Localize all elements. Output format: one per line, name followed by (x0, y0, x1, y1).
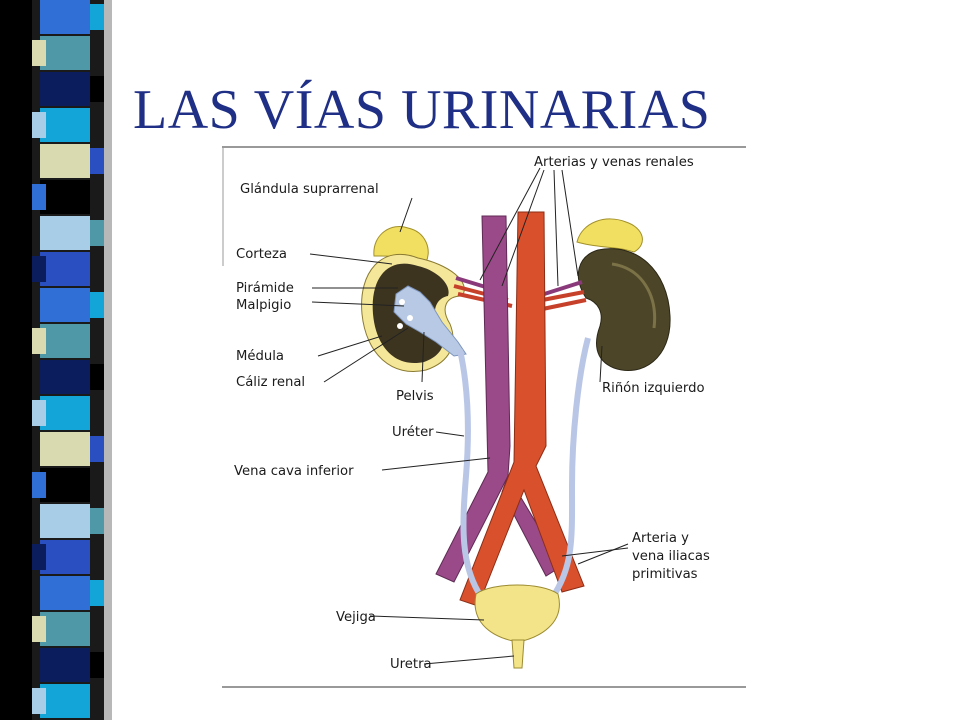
aorta (459, 211, 585, 607)
leader-line (421, 331, 425, 383)
right-ureter (457, 349, 485, 600)
stripe-cell (40, 648, 90, 682)
stripe-cell (32, 472, 46, 498)
leader-line (561, 547, 629, 557)
label-iliac-line-2: vena iliacas (632, 549, 710, 564)
left-kidney (577, 248, 671, 372)
stripe-cell (32, 616, 46, 642)
label-calyx: Cáliz renal (236, 374, 305, 390)
stripe-cell (32, 328, 46, 354)
stripe-cell (32, 688, 46, 714)
stripe-cells (32, 0, 104, 718)
stripe-cell (40, 324, 90, 358)
stripe-cell (90, 436, 104, 462)
slide-title: LAS VÍAS URINARIAS (133, 79, 711, 141)
vena-cava-inferior (435, 215, 511, 583)
leader-line (599, 345, 603, 383)
label-vena-cava: Vena cava inferior (234, 464, 354, 479)
leader-line (435, 431, 465, 437)
leader-line (381, 457, 491, 471)
stripe-cell (32, 112, 46, 138)
label-renal-vessels: Arterias y venas renales (534, 155, 694, 170)
label-pyramid: Pirámide (236, 280, 294, 296)
leader-line (479, 167, 541, 281)
stripe-cell (90, 220, 104, 246)
left-kidney-highlight (611, 262, 657, 329)
stripe-cell (32, 40, 46, 66)
stripe-cell (32, 256, 46, 282)
label-left-kidney: Riñón izquierdo (602, 380, 705, 396)
stripe-cell (40, 432, 90, 466)
bladder (474, 584, 560, 643)
stripe-cell (40, 36, 90, 70)
label-pelvis: Pelvis (396, 389, 434, 404)
stripe-cell (32, 400, 46, 426)
leader-line (501, 169, 545, 287)
stripe-cell (40, 612, 90, 646)
leader-line (317, 335, 383, 357)
urethra (511, 639, 525, 669)
stripe-cell (40, 576, 90, 610)
urinary-tract-diagram: Glándula suprarrenal Arterias y venas re… (222, 146, 746, 690)
stripe-cell (40, 468, 90, 502)
malpighi-pyramid-dot (399, 299, 405, 305)
left-adrenal-gland (576, 218, 643, 253)
stripe-cell (90, 580, 104, 606)
label-adrenal: Glándula suprarrenal (240, 181, 379, 197)
stripe-cell (40, 288, 90, 322)
stripe-cell (90, 364, 104, 390)
label-urethra: Uretra (390, 657, 432, 672)
stripe-cell (90, 652, 104, 678)
stripe-cell (40, 252, 90, 286)
leader-line (323, 327, 409, 383)
label-malpighi: Malpigio (236, 298, 291, 313)
stripe-cell (40, 540, 90, 574)
stripe-cell (40, 396, 90, 430)
leader-line (423, 655, 515, 665)
leader-line (369, 615, 485, 621)
leader-line (561, 169, 579, 277)
stripe-cell (40, 180, 90, 214)
label-bladder: Vejiga (336, 610, 376, 625)
renal-pelvis (393, 285, 467, 357)
stripe-cell (90, 148, 104, 174)
stripe-cell (40, 216, 90, 250)
leader-line (577, 543, 629, 565)
leader-line (309, 253, 393, 265)
malpighi-pyramid-dot (407, 315, 413, 321)
stripe-cell (40, 0, 90, 34)
stripe-cell (32, 184, 46, 210)
leader-line (311, 301, 405, 307)
left-ureter (549, 337, 591, 600)
stripe-cell (40, 108, 90, 142)
decorative-stripe (0, 0, 112, 720)
stripe-cell (90, 4, 104, 30)
stripe-cell (90, 76, 104, 102)
leader-line (553, 169, 559, 287)
stripe-left-edge (0, 0, 32, 720)
stripe-cell (40, 72, 90, 106)
label-iliac-line-3: primitivas (632, 567, 698, 582)
stripe-cell (40, 684, 90, 718)
label-cortex: Corteza (236, 247, 287, 262)
label-iliac-line-1: Arteria y (632, 531, 689, 546)
stripe-cell (40, 504, 90, 538)
leader-line (399, 197, 413, 233)
label-medulla: Médula (236, 348, 284, 364)
stripe-cell (40, 144, 90, 178)
stripe-cell (90, 292, 104, 318)
stripe-cell (90, 508, 104, 534)
stripe-cell (40, 360, 90, 394)
malpighi-pyramid-dot (397, 323, 403, 329)
label-ureter: Uréter (392, 424, 434, 440)
stripe-cell (32, 544, 46, 570)
